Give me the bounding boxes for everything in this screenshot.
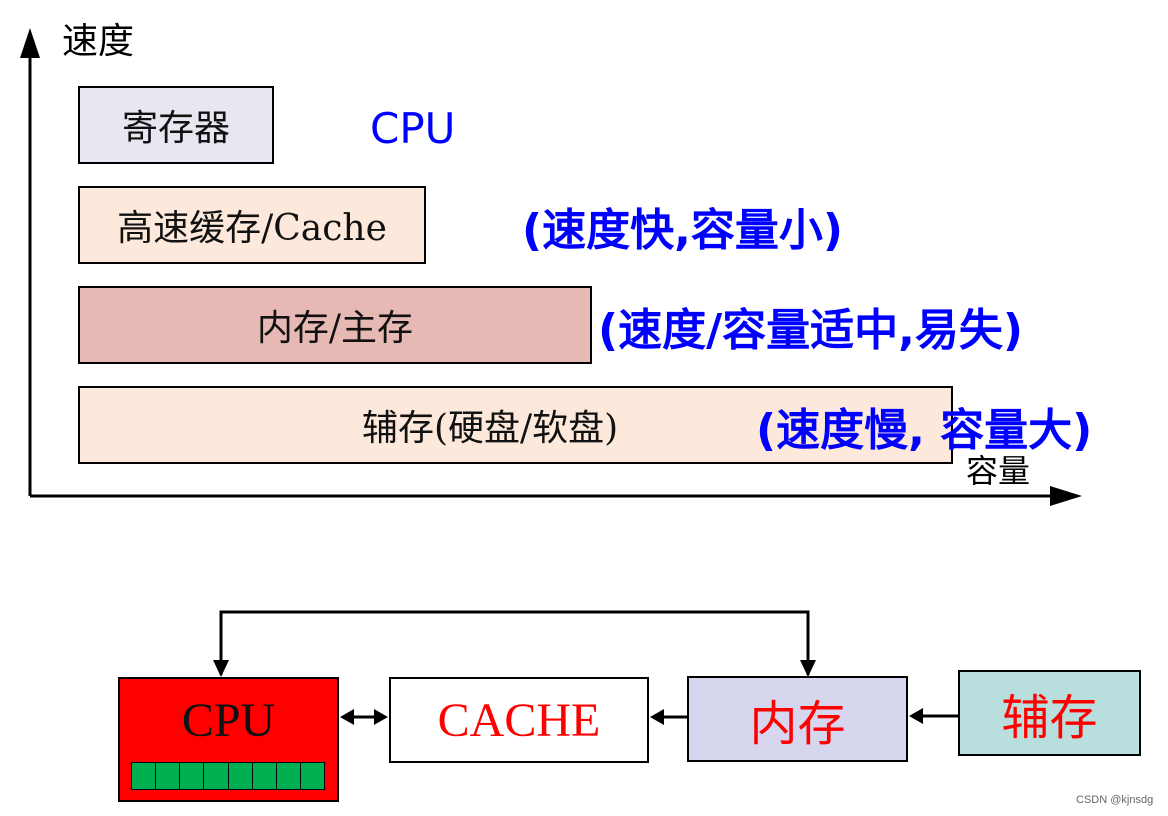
register-cell: [300, 763, 324, 789]
watermark: CSDN @kjnsdg: [1076, 794, 1154, 806]
register-cells: [131, 762, 325, 790]
storage-memory-arrowhead: [909, 708, 923, 724]
level-note: (速度慢, 容量大): [756, 405, 1093, 456]
node-memory: 内存: [687, 676, 908, 762]
level-secondary-storage: 辅存(硬盘/软盘): [78, 386, 953, 464]
node-label: CPU: [181, 694, 276, 747]
node-label: 内存: [749, 698, 846, 751]
register-cell: [180, 763, 205, 789]
register-cell: [228, 763, 253, 789]
node-label: 辅存: [1001, 692, 1098, 745]
register-cell: [204, 763, 229, 789]
level-label: 寄存器: [121, 108, 230, 149]
node-label: CACHE: [437, 693, 601, 747]
node-cpu: CPU: [118, 677, 339, 802]
level-note: (速度/容量适中,易失): [598, 305, 1024, 356]
level-label: 辅存(硬盘/软盘): [362, 408, 619, 449]
cpu-memory-loop-line: [219, 610, 810, 675]
cpu-cache-arrowhead-right: [374, 709, 388, 725]
node-cache: CACHE: [389, 677, 649, 763]
register-cell: [132, 763, 157, 789]
level-label: 内存/主存: [256, 308, 414, 349]
y-axis-label: 速度: [62, 21, 135, 62]
level-registers: 寄存器: [78, 86, 274, 164]
level-cache: 高速缓存/Cache: [78, 186, 426, 264]
level-note: (速度快,容量小): [522, 205, 843, 256]
level-main-memory: 内存/主存: [78, 286, 592, 364]
register-cell: [276, 763, 301, 789]
level-label: 高速缓存/Cache: [117, 208, 387, 249]
cpu-label: CPU: [370, 104, 456, 153]
loop-arrowhead-cpu: [213, 660, 229, 677]
register-cell: [252, 763, 277, 789]
cpu-cache-arrowhead-left: [340, 709, 354, 725]
loop-arrowhead-memory: [800, 660, 816, 677]
memory-cache-arrowhead: [650, 709, 664, 725]
node-secondary-storage: 辅存: [958, 670, 1141, 756]
x-axis-arrowhead: [1050, 486, 1082, 506]
x-axis-label: 容量: [966, 452, 1031, 490]
register-cell: [156, 763, 181, 789]
y-axis-arrowhead: [20, 28, 40, 58]
